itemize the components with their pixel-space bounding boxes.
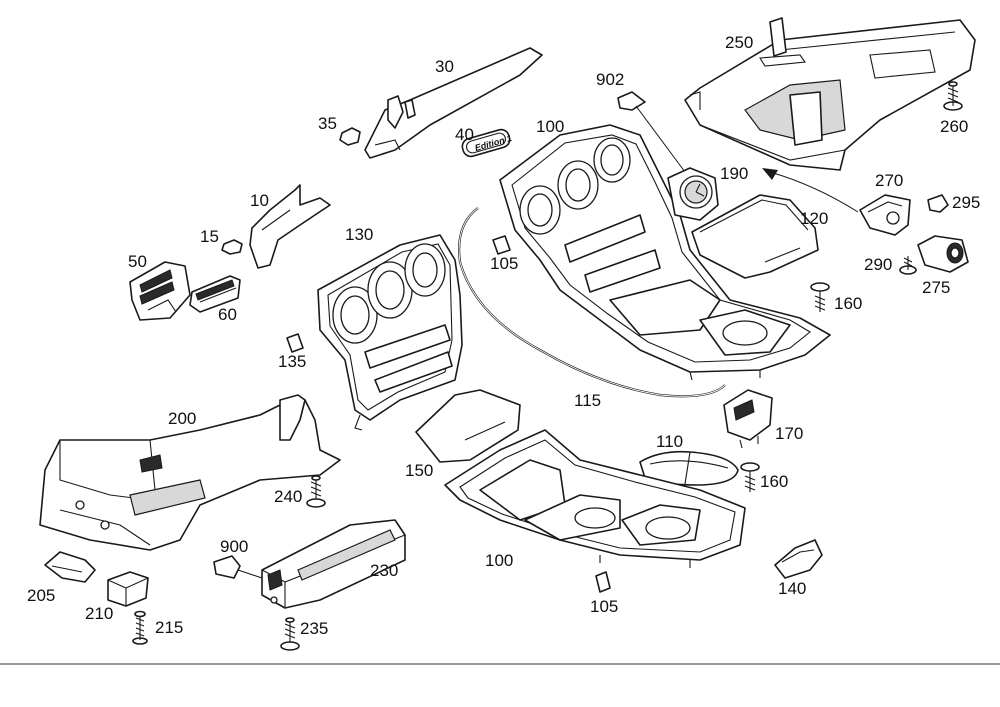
part-120-cover-panel [691,194,819,279]
part-200-carrier-frame [39,394,341,551]
part-140-bracket [774,539,823,579]
part-105-clip-upper [492,235,511,255]
part-30-dash-trim-strip [364,47,543,159]
callout-105-lower: 105 [590,597,618,616]
callout-115: 115 [574,391,601,410]
part-135-clip [286,333,304,353]
callout-60: 60 [218,305,237,324]
callout-260: 260 [940,117,968,136]
part-900-label [213,555,263,579]
part-250-storage-tray [684,17,976,171]
part-100-console-trim-lower [444,429,746,568]
callout-240: 240 [274,487,302,506]
callout-230: 230 [370,561,398,580]
callout-130: 130 [345,225,373,244]
part-150-cover-panel [415,389,521,463]
part-60-switch-block [189,275,241,313]
part-230-control-unit [261,519,406,609]
part-210-connector-housing [107,571,149,607]
callout-110: 110 [656,432,683,451]
part-260-screw [943,81,963,111]
part-240-screw [306,475,326,508]
part-100-console-trim-upper [499,124,831,381]
part-10-side-trim [249,184,331,269]
callout-140: 140 [778,579,806,598]
callout-250: 250 [725,33,753,52]
callout-275: 275 [922,278,950,297]
part-205-connector [44,551,96,583]
callout-210: 210 [85,604,113,623]
direction-arrow [762,168,859,213]
part-190-analog-clock [667,167,719,221]
part-170-switch-unit [723,389,773,449]
callout-902: 902 [596,70,624,89]
callout-190: 190 [720,164,748,183]
callout-50: 50 [128,252,147,271]
part-160-screw-upper [810,282,830,312]
part-290-screw [899,256,917,275]
part-270-socket-housing [859,194,911,236]
part-110-rubber-mat [639,450,739,486]
callout-100-lower: 100 [485,551,513,570]
part-35-clip [339,127,361,146]
part-215-screw [132,610,148,645]
part-50-air-vent [129,261,191,321]
part-115-cable [458,207,726,398]
part-275-power-socket [917,235,969,273]
callout-30: 30 [435,57,454,76]
part-15-clip [221,239,243,255]
callout-labels: 10 15 30 35 40 50 60 100 100 105 105 110… [27,33,980,638]
callout-40: 40 [455,125,474,144]
callout-215: 215 [155,618,183,637]
callout-170: 170 [775,424,803,443]
callout-290: 290 [864,255,892,274]
callout-15: 15 [200,227,219,246]
callout-160-lower: 160 [760,472,788,491]
callout-160-upper: 160 [834,294,862,313]
callout-150: 150 [405,461,433,480]
callout-135: 135 [278,352,306,371]
callout-270: 270 [875,171,903,190]
part-160-screw-lower [740,462,760,492]
callout-100-upper: 100 [536,117,564,136]
part-105-clip-lower [595,571,611,593]
callout-205: 205 [27,586,55,605]
callout-900: 900 [220,537,248,556]
callout-120: 120 [800,209,828,228]
callout-295: 295 [952,193,980,212]
callout-235: 235 [300,619,328,638]
part-902-label [617,91,686,173]
part-235-screw [280,617,300,651]
part-40-edition-badge: Edition 1 [461,128,513,158]
part-130-center-bezel [317,234,463,431]
callout-10: 10 [250,191,269,210]
part-295-clip [927,194,949,213]
callout-35: 35 [318,114,337,133]
callout-200: 200 [168,409,196,428]
callout-105-upper: 105 [490,254,518,273]
